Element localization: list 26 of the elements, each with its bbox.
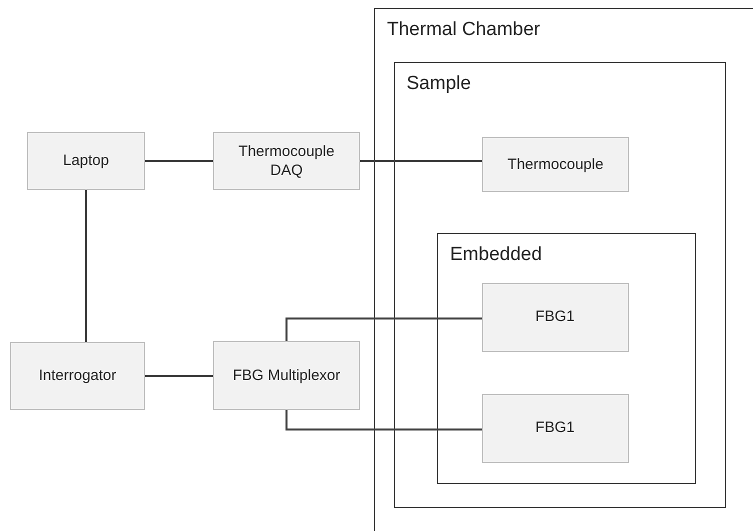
connector-line [360,160,483,162]
group-title: Sample [406,72,471,94]
connector-line [85,190,87,342]
container-box [374,8,753,531]
group-title: Thermal Chamber [387,19,540,41]
container-box [394,62,726,508]
container-box [437,233,696,484]
box-label: Thermocouple DAQ [238,142,336,180]
box-label: FBG1 [535,418,575,438]
process-box [482,394,628,462]
process-box [27,132,145,190]
box-label: Laptop [63,151,109,171]
group-title: Embedded [450,244,542,266]
box-label: Interrogator [38,366,116,386]
box-label: FBG1 [535,307,575,327]
process-box [482,137,629,192]
connector-line [145,375,213,377]
process-box [10,342,145,410]
connector-line [145,160,213,162]
process-box [213,341,360,410]
box-label: Thermocouple [508,154,604,174]
box-label: FBG Multiplexor [232,366,340,386]
process-box [482,282,628,352]
process-box [213,132,360,190]
connector-line [286,318,483,341]
connector-line [286,410,483,430]
